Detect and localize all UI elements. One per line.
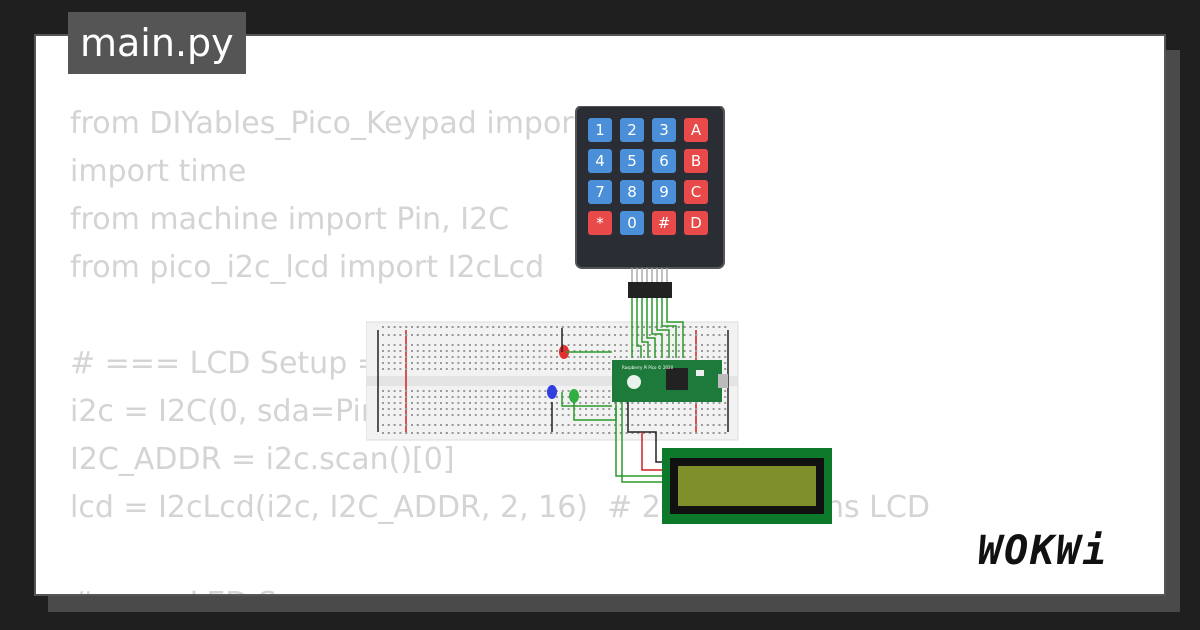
keypad-key-A: A xyxy=(684,118,708,142)
svg-text:Raspberry Pi Pico © 2020: Raspberry Pi Pico © 2020 xyxy=(622,365,674,370)
svg-text:0: 0 xyxy=(627,214,637,232)
circuit-wires xyxy=(551,328,662,483)
code-line: from machine import Pin, I2C xyxy=(70,202,510,237)
svg-text:#: # xyxy=(658,214,671,232)
keypad: 1 2 3 A 4 5 6 B 7 8 9 C * 0 # D xyxy=(575,106,725,269)
green-led xyxy=(569,389,579,403)
blue-led xyxy=(547,385,557,399)
keypad-key-B: B xyxy=(684,149,708,173)
keypad-key-0: 0 xyxy=(620,211,644,235)
svg-text:6: 6 xyxy=(659,152,669,170)
pico-board: Raspberry Pi Pico © 2020 xyxy=(612,360,728,402)
svg-text:5: 5 xyxy=(627,152,637,170)
keypad-key-*: * xyxy=(588,211,612,235)
keypad-key-1: 1 xyxy=(588,118,612,142)
keypad-key-2: 2 xyxy=(620,118,644,142)
code-line: I2C_ADDR = i2c.scan()[0] xyxy=(70,442,455,477)
code-line: from DIYables_Pico_Keypad import xyxy=(70,106,586,141)
svg-text:9: 9 xyxy=(659,183,669,201)
svg-text:8: 8 xyxy=(627,183,637,201)
keypad-key-3: 3 xyxy=(652,118,676,142)
code-line: import time xyxy=(70,154,247,189)
svg-text:C: C xyxy=(691,183,701,201)
keypad-wires xyxy=(631,298,684,358)
code-line: from pico_i2c_lcd import I2cLcd xyxy=(70,250,545,285)
svg-text:A: A xyxy=(691,121,702,139)
keypad-key-C: C xyxy=(684,180,708,204)
svg-text:2: 2 xyxy=(627,121,637,139)
svg-text:B: B xyxy=(691,152,701,170)
svg-text:4: 4 xyxy=(595,152,605,170)
keypad-key-D: D xyxy=(684,211,708,235)
svg-text:1: 1 xyxy=(595,121,605,139)
svg-text:3: 3 xyxy=(659,121,669,139)
circuit-diagram: 1 2 3 A 4 5 6 B 7 8 9 C * 0 # D Raspberry Pi Pico © 202… xyxy=(366,106,832,524)
keypad-key-#: # xyxy=(652,211,676,235)
keypad-key-8: 8 xyxy=(620,180,644,204)
keypad-connector xyxy=(628,268,672,298)
code-line: # === LED S xyxy=(70,580,930,594)
code-line: lcd = I2cLcd(i2c, I2C_ADDR, 2, 16) # 2 r… xyxy=(70,490,930,525)
file-tab[interactable]: main.py xyxy=(68,12,246,74)
keypad-key-5: 5 xyxy=(620,149,644,173)
svg-text:D: D xyxy=(690,214,702,232)
svg-text:7: 7 xyxy=(595,183,605,201)
code-preview: from DIYables_Pico_Keypad import import t… xyxy=(70,100,930,594)
keypad-key-6: 6 xyxy=(652,149,676,173)
keypad-key-4: 4 xyxy=(588,149,612,173)
wokwi-logo: WOKWi xyxy=(978,528,1109,574)
code-line xyxy=(70,532,930,580)
svg-text:*: * xyxy=(596,214,604,232)
keypad-key-9: 9 xyxy=(652,180,676,204)
lcd-display xyxy=(662,448,832,524)
keypad-key-7: 7 xyxy=(588,180,612,204)
